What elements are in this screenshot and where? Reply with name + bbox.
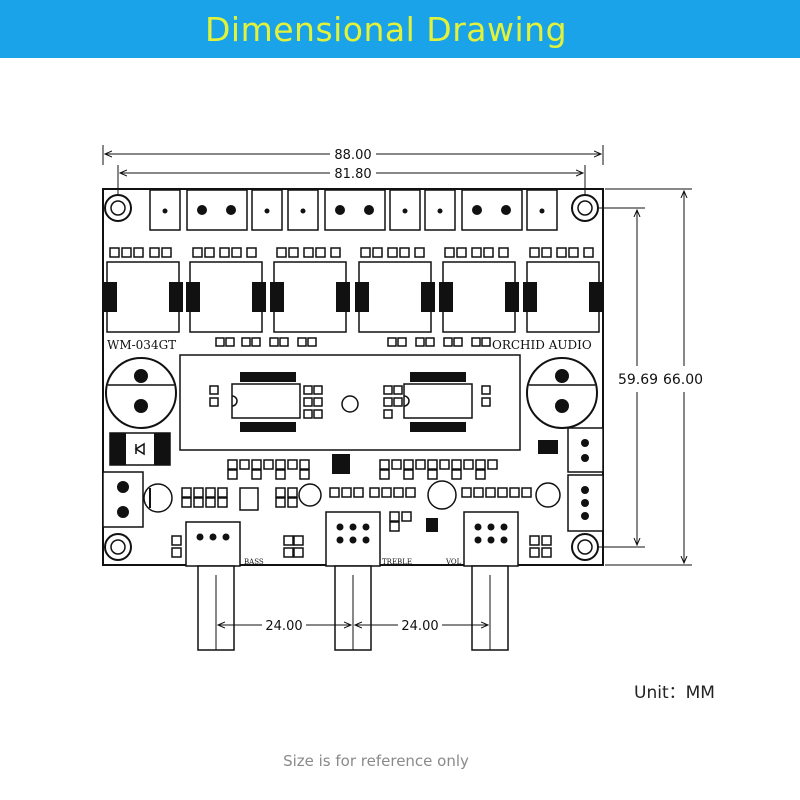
smd-pad-row-top (109, 247, 594, 258)
label-hole-spacing-height: 59.69 (618, 372, 658, 388)
label-overall-width: 88.00 (334, 148, 371, 163)
inductor-row (103, 261, 603, 333)
dimension-hole-spacing-height (598, 207, 645, 548)
page-title: Dimensional Drawing (205, 10, 568, 49)
pot-label-bass: BASS (244, 558, 264, 566)
right-terminals (567, 427, 604, 532)
potentiometer-pins (196, 523, 508, 544)
capacitor-left (105, 357, 177, 429)
ic-chip-right (403, 383, 473, 419)
potentiometers (185, 511, 519, 567)
board-brand-label: ORCHID AUDIO (492, 338, 592, 352)
power-input-terminal (102, 471, 144, 528)
small-capacitor (143, 483, 173, 513)
terminal-pins (162, 205, 545, 215)
pot-label-vol: VOL (445, 558, 462, 566)
smd-pad-row-middle (215, 337, 491, 347)
unit-note: Unit：MM (634, 683, 715, 703)
dimension-hole-spacing-width (117, 165, 586, 195)
reference-footnote: Size is for reference only (283, 752, 469, 770)
dimension-overall-width (102, 145, 604, 165)
heatsink-area (179, 354, 521, 451)
smd-pad-row-lower (171, 459, 552, 558)
voltage-regulator (332, 440, 558, 532)
knob-shafts (197, 565, 509, 651)
capacitor-right (526, 357, 598, 429)
diode-block (109, 432, 171, 466)
label-hole-spacing-width: 81.80 (334, 167, 371, 182)
label-knob-spacing-left: 24.00 (265, 619, 302, 634)
label-knob-spacing-right: 24.00 (401, 619, 438, 634)
dimension-overall-height (605, 188, 692, 566)
top-terminals (149, 189, 558, 231)
ic-chip-left (231, 383, 301, 419)
small-caps (239, 480, 561, 511)
label-overall-height: 66.00 (663, 372, 703, 388)
pot-label-treble: TREBLE (382, 558, 412, 566)
mounting-hole-bottom-left (104, 533, 132, 561)
board-model-label: WM-034GT (107, 338, 176, 352)
header-banner: Dimensional Drawing (0, 0, 800, 58)
